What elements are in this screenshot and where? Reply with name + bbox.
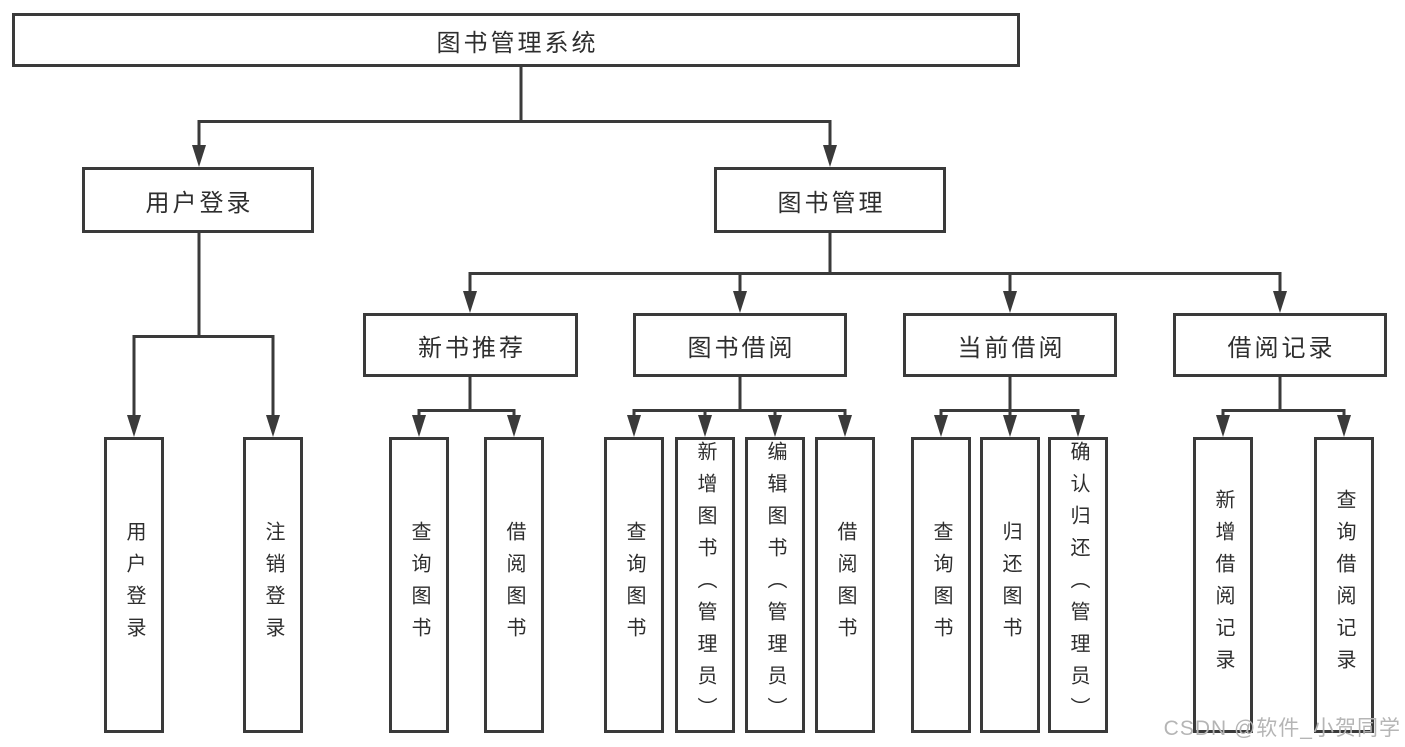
arrowhead-icon	[838, 415, 852, 437]
arrowhead-icon	[1337, 415, 1351, 437]
arrowhead-icon	[1273, 291, 1287, 313]
node-new-book-recommend: 新书推荐	[363, 313, 578, 377]
connector-records-bar	[1221, 409, 1346, 416]
connector-mgmt-bar	[468, 272, 1282, 292]
arrowhead-icon	[698, 415, 712, 437]
connector-root-bar	[197, 120, 832, 146]
arrowhead-icon	[266, 415, 280, 437]
node-book-mgmt: 图书管理	[714, 167, 946, 233]
arrowhead-icon	[768, 415, 782, 437]
watermark: CSDN @软件_小贺同学	[1163, 717, 1401, 740]
node-user-login: 用户登录	[82, 167, 314, 233]
leaf-current-return-books: 归还图书	[980, 437, 1040, 733]
arrowhead-icon	[507, 415, 521, 437]
node-current-borrow: 当前借阅	[903, 313, 1117, 377]
connector-borrow-bar	[632, 409, 847, 416]
arrowhead-icon	[127, 415, 141, 437]
arrowhead-icon	[1003, 291, 1017, 313]
leaf-borrow-edit-books-admin: 编辑图书（管理员）	[745, 437, 805, 733]
leaf-records-query-record: 查询借阅记录	[1314, 437, 1374, 733]
leaf-borrow-query-books: 查询图书	[604, 437, 664, 733]
arrowhead-icon	[1216, 415, 1230, 437]
arrowhead-icon	[934, 415, 948, 437]
node-borrow-records: 借阅记录	[1173, 313, 1387, 377]
arrowhead-icon	[192, 145, 206, 167]
arrowhead-icon	[412, 415, 426, 437]
arrowhead-icon	[627, 415, 641, 437]
connector-newrec-bar	[417, 409, 516, 416]
arrowhead-icon	[1003, 415, 1017, 437]
node-root: 图书管理系统	[12, 13, 1020, 67]
arrowhead-icon	[733, 291, 747, 313]
leaf-user-login: 用户登录	[104, 437, 164, 733]
connector-user-bar	[132, 335, 275, 416]
arrowhead-icon	[1071, 415, 1085, 437]
leaf-borrow-borrow-books: 借阅图书	[815, 437, 875, 733]
leaf-newrec-borrow-books: 借阅图书	[484, 437, 544, 733]
arrowhead-icon	[463, 291, 477, 313]
leaf-current-query-books: 查询图书	[911, 437, 971, 733]
leaf-newrec-query-books: 查询图书	[389, 437, 449, 733]
leaf-logout-login: 注销登录	[243, 437, 303, 733]
leaf-records-add-record: 新增借阅记录	[1193, 437, 1253, 733]
node-book-borrow: 图书借阅	[633, 313, 847, 377]
arrowhead-icon	[823, 145, 837, 167]
leaf-borrow-add-books-admin: 新增图书（管理员）	[675, 437, 735, 733]
leaf-current-confirm-return-admin: 确认归还（管理员）	[1048, 437, 1108, 733]
